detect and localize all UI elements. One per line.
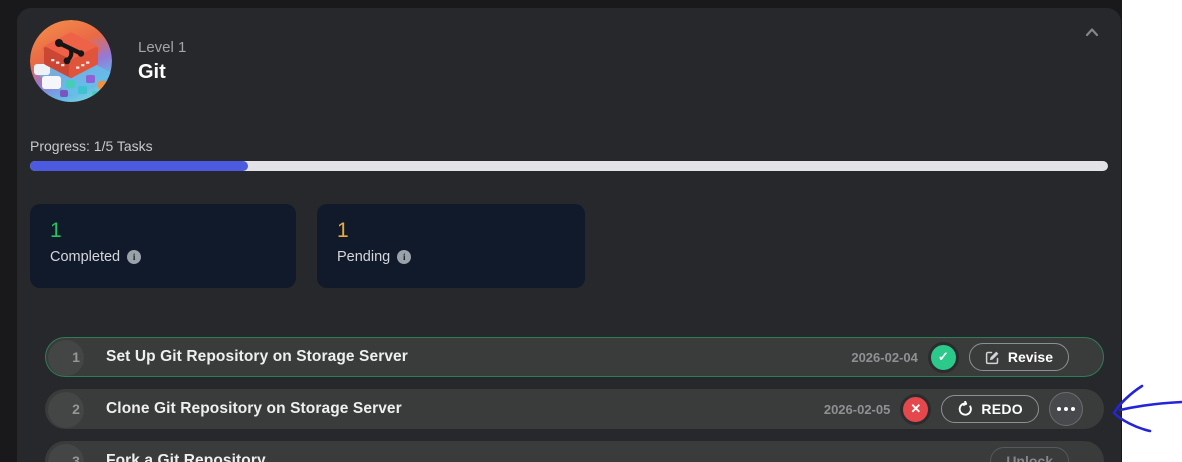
task-number: 3: [72, 453, 80, 462]
pending-label: Pending: [337, 249, 391, 266]
revise-label: Revise: [1007, 349, 1053, 365]
task-list: 1 Set Up Git Repository on Storage Serve…: [45, 337, 1104, 462]
task-row-3[interactable]: 3 Fork a Git Repository Unlock: [45, 441, 1104, 462]
info-icon[interactable]: i: [127, 250, 142, 265]
completed-card: 1 Completed i: [30, 204, 296, 288]
task-title: Set Up Git Repository on Storage Server: [106, 348, 408, 365]
task-number: 1: [72, 349, 80, 365]
task-row-1[interactable]: 1 Set Up Git Repository on Storage Serve…: [45, 337, 1104, 377]
stat-cards: 1 Completed i 1 Pending i: [30, 204, 585, 288]
ellipsis-icon: [1071, 407, 1075, 411]
row-shine: [48, 444, 84, 462]
row-shine: [48, 340, 84, 376]
level-panel: Level 1 Git Progress: 1/5 Tasks 1 Comple…: [17, 8, 1121, 462]
task-title: Fork a Git Repository: [106, 452, 266, 462]
completed-count: 1: [50, 219, 62, 242]
task-title: Clone Git Repository on Storage Server: [106, 400, 402, 417]
task-actions: Unlock: [990, 447, 1083, 462]
pending-card: 1 Pending i: [317, 204, 585, 288]
info-icon[interactable]: i: [397, 250, 412, 265]
more-options-button[interactable]: [1049, 392, 1083, 426]
revise-button[interactable]: Revise: [968, 343, 1069, 371]
pending-label-row: Pending i: [337, 249, 565, 265]
level-avatar: [30, 20, 112, 102]
task-actions: 2026-02-05 ✕ REDO: [824, 392, 1083, 426]
completed-label-row: Completed i: [50, 249, 276, 265]
edit-icon: [985, 351, 999, 364]
completed-label: Completed: [50, 249, 121, 266]
unlock-label: Unlock: [1006, 453, 1053, 462]
progress-label: Progress: 1/5 Tasks: [30, 138, 153, 154]
task-date: 2026-02-05: [823, 401, 891, 417]
pending-count: 1: [337, 219, 349, 242]
progress-bar-fill: [30, 161, 248, 171]
header-text: Level 1 Git: [138, 39, 186, 84]
progress-bar-track: [30, 161, 1108, 171]
x-icon: ✕: [910, 401, 922, 416]
task-number: 2: [72, 401, 80, 417]
task-date: 2026-02-04: [851, 349, 918, 365]
ellipsis-icon: [1057, 407, 1061, 411]
level-label: Level 1: [138, 38, 187, 56]
redo-button[interactable]: REDO: [941, 395, 1039, 423]
redo-icon: [959, 401, 973, 416]
task-actions: 2026-02-04 ✓ Revise: [851, 341, 1083, 373]
ellipsis-icon: [1064, 407, 1068, 411]
page-title: Git: [138, 60, 166, 83]
unlock-button[interactable]: Unlock: [990, 447, 1069, 462]
git-illustration-icon: [30, 20, 112, 102]
status-badge: ✓: [927, 341, 959, 373]
collapse-button[interactable]: [1083, 24, 1101, 42]
redo-label: REDO: [981, 401, 1023, 417]
row-shine: [48, 392, 84, 428]
chevron-up-icon: [1085, 28, 1099, 37]
panel-header: Level 1 Git: [30, 20, 186, 102]
status-badge: ✕: [900, 393, 932, 425]
task-row-2[interactable]: 2 Clone Git Repository on Storage Server…: [45, 389, 1104, 429]
check-icon: ✓: [937, 349, 949, 364]
